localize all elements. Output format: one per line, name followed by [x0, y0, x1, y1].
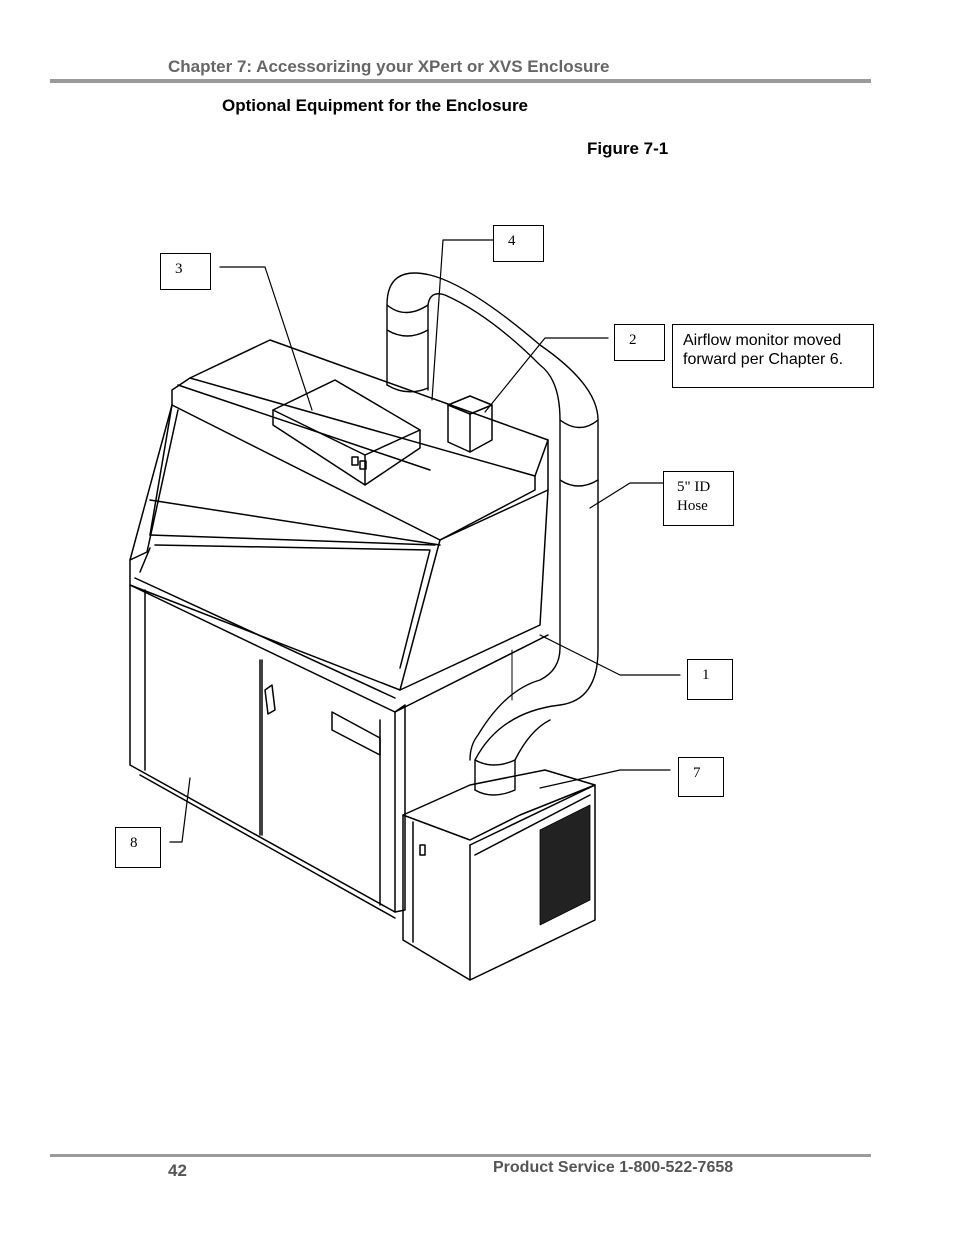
- airflow-monitor: [447, 395, 493, 453]
- section-title: Optional Equipment for the Enclosure: [222, 96, 529, 115]
- blower-unit: [272, 379, 421, 486]
- callout-1: 1: [687, 659, 733, 700]
- figure-title: Figure 7-1: [587, 139, 669, 158]
- leader-lines: [169, 239, 681, 843]
- header-rule: [50, 79, 871, 83]
- callout-3: 3: [160, 253, 211, 290]
- hood: [129, 339, 549, 713]
- footer-rule: [50, 1154, 871, 1157]
- hose-label-line2: Hose: [677, 498, 708, 514]
- callout-7: 7: [678, 757, 724, 797]
- hose-label-line1: 5" ID: [677, 479, 711, 495]
- callout-4: 4: [493, 225, 544, 262]
- hose: [386, 272, 599, 796]
- blower-cabinet: [402, 769, 596, 981]
- base-cabinet: [129, 584, 406, 919]
- airflow-note-line1: Airflow monitor moved: [683, 332, 842, 349]
- chapter-header: Chapter 7: Accessorizing your XPert or X…: [168, 57, 610, 76]
- callout-hose: 5" ID Hose: [663, 471, 734, 526]
- page-number: 42: [168, 1161, 187, 1180]
- product-service-phone: Product Service 1-800-522-7658: [493, 1159, 734, 1176]
- airflow-note: Airflow monitor moved forward per Chapte…: [672, 324, 874, 388]
- airflow-note-line2: forward per Chapter 6.: [683, 351, 844, 368]
- callout-8: 8: [115, 827, 161, 868]
- callout-2: 2: [614, 324, 665, 361]
